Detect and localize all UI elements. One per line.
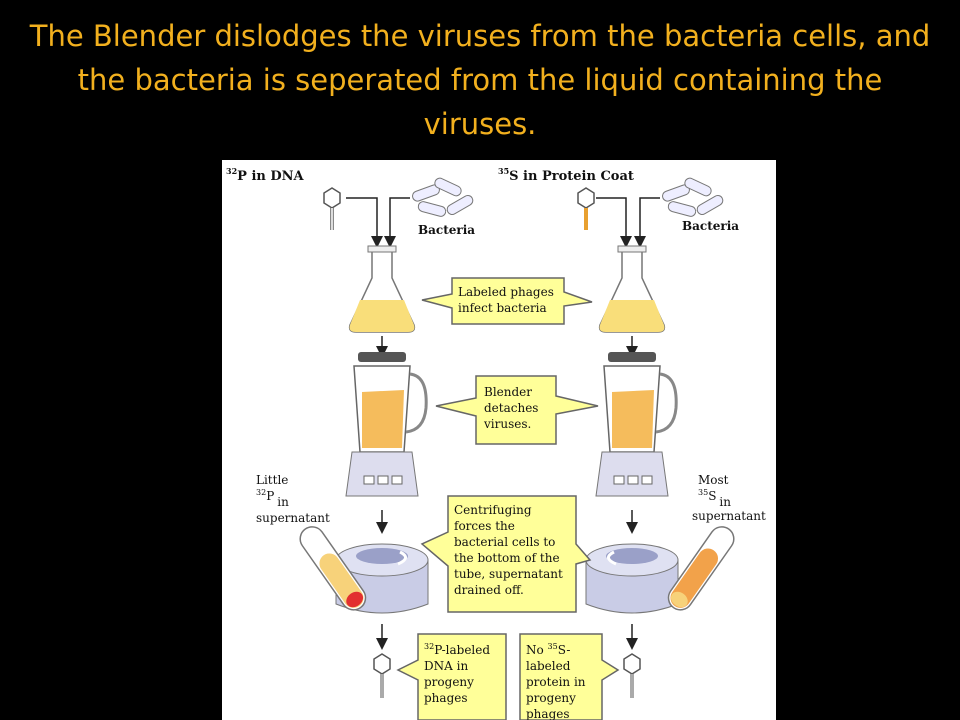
- svg-text:detaches: detaches: [484, 401, 538, 415]
- left-bacteria-label: Bacteria: [418, 223, 475, 237]
- svg-text:labeled: labeled: [526, 659, 571, 673]
- slide-title: The Blender dislodges the viruses from t…: [29, 19, 931, 141]
- right-phage-icon: [577, 187, 595, 230]
- svg-text:32P-labeled: 32P-labeled: [424, 642, 490, 657]
- svg-text:the bottom of the: the bottom of the: [454, 551, 560, 565]
- left-flask-icon: [348, 245, 416, 333]
- svg-text:forces the: forces the: [454, 519, 515, 533]
- right-bacteria-icon: [662, 177, 724, 217]
- svg-text:progeny: progeny: [526, 691, 576, 705]
- diagram-panel: 32P in DNA 35S in Protein Coat Bacteria …: [222, 160, 776, 720]
- svg-text:bacterial cells to: bacterial cells to: [454, 535, 555, 549]
- callout-infect: Labeled phages infect bacteria: [421, 277, 593, 325]
- svg-text:Blender: Blender: [484, 385, 532, 399]
- right-header: 35S in Protein Coat: [498, 166, 634, 184]
- right-progeny-phage-icon: [623, 653, 641, 698]
- svg-text:DNA in: DNA in: [424, 659, 468, 673]
- svg-text:viruses.: viruses.: [483, 417, 531, 431]
- svg-text:tube, supernatant: tube, supernatant: [454, 567, 563, 581]
- left-bacteria-icon: [412, 177, 474, 217]
- right-test-tube-icon: [667, 526, 735, 611]
- hershey-chase-diagram: 32P in DNA 35S in Protein Coat Bacteria …: [226, 166, 766, 720]
- callout-centrifuge: Centrifuging forces the bacterial cells …: [420, 495, 592, 613]
- callout-blender: Blender detaches viruses.: [435, 375, 599, 445]
- svg-text:Centrifuging: Centrifuging: [454, 503, 532, 517]
- left-header: 32P in DNA: [226, 166, 305, 184]
- svg-text:supernatant: supernatant: [692, 509, 766, 523]
- right-flask-icon: [598, 245, 666, 333]
- svg-text:progeny: progeny: [424, 675, 474, 689]
- right-blender-icon: [595, 352, 678, 497]
- svg-text:phages: phages: [526, 707, 570, 720]
- right-centrifuge-icon: [585, 543, 679, 614]
- svg-text:protein in: protein in: [526, 675, 586, 689]
- svg-text:drained off.: drained off.: [454, 583, 524, 597]
- svg-text:Most: Most: [698, 473, 729, 487]
- svg-text:phages: phages: [424, 691, 468, 705]
- left-blender-icon: [345, 352, 428, 497]
- svg-text:Little: Little: [256, 473, 288, 487]
- left-test-tube-icon: [299, 526, 367, 611]
- callout-protein: No 35S- labeled protein in progeny phage…: [519, 633, 620, 720]
- right-bacteria-label: Bacteria: [682, 219, 739, 233]
- left-progeny-phage-icon: [373, 653, 391, 698]
- svg-text:No 35S-: No 35S-: [526, 642, 570, 657]
- svg-text:Labeled phages: Labeled phages: [458, 285, 554, 299]
- svg-text:supernatant: supernatant: [256, 511, 330, 525]
- callout-dna: 32P-labeled DNA in progeny phages: [396, 633, 507, 720]
- svg-text:infect bacteria: infect bacteria: [458, 301, 547, 315]
- left-phage-icon: [323, 187, 341, 230]
